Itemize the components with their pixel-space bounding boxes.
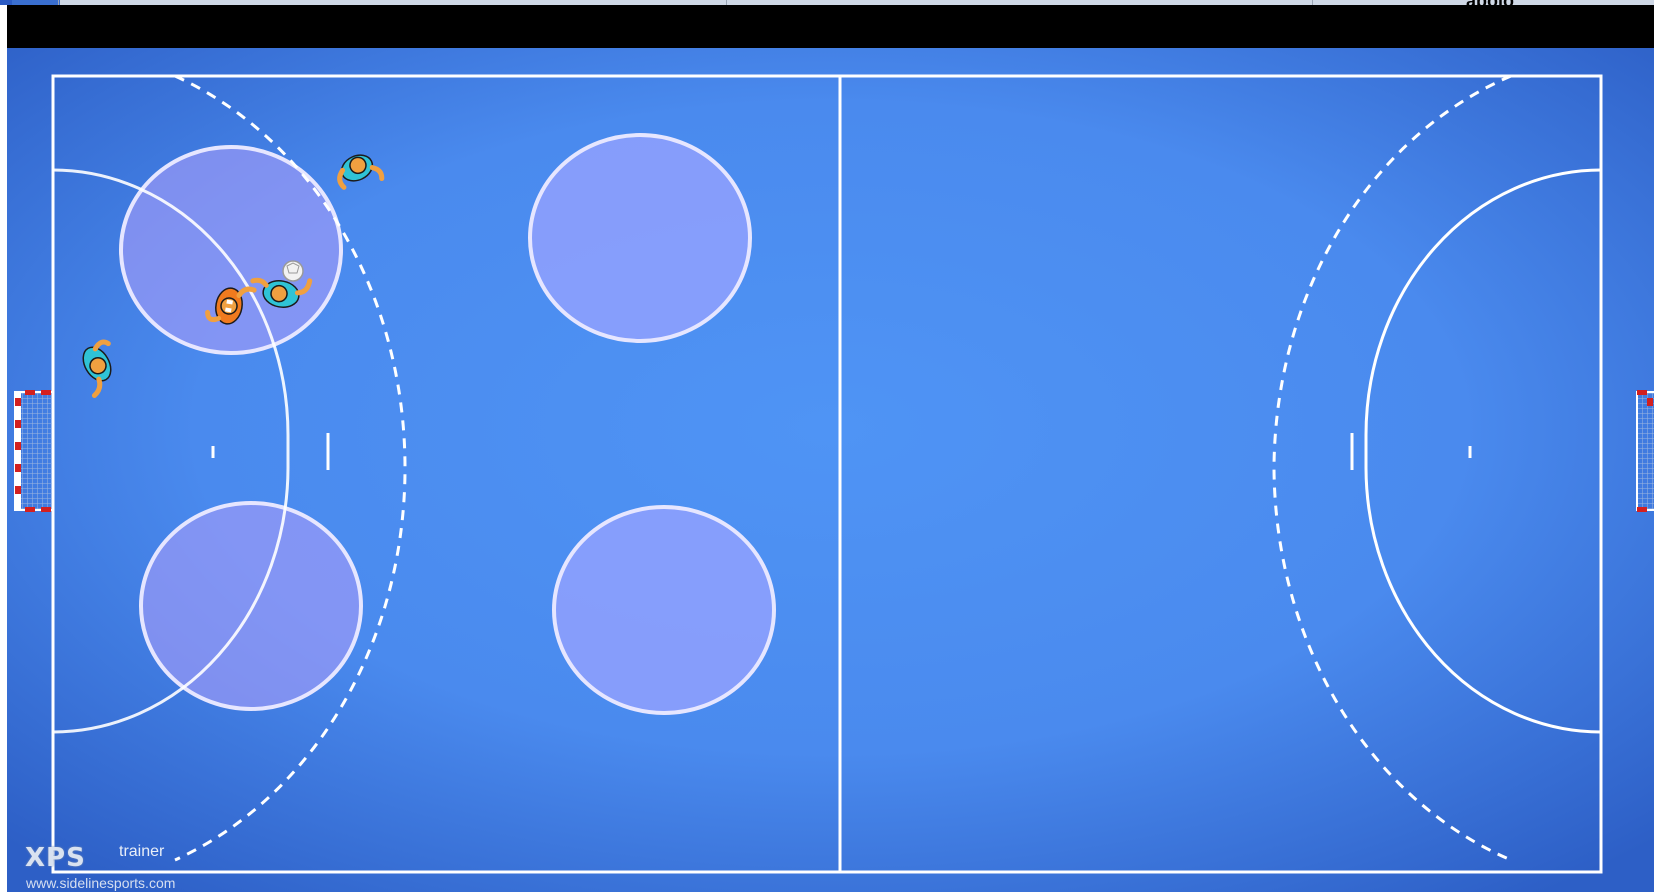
- practice-zone: [530, 135, 750, 341]
- practice-zone: [554, 507, 774, 713]
- court-svg: [7, 48, 1654, 892]
- goal-right-icon: [1637, 390, 1654, 512]
- goal-left-icon: [15, 390, 53, 512]
- handball-court-canvas[interactable]: [7, 48, 1654, 892]
- website-url: www.sidelinesports.com: [26, 875, 175, 891]
- product-label: trainer: [119, 843, 164, 861]
- practice-zone: [141, 503, 361, 709]
- ball-icon: [283, 261, 303, 281]
- toolbar-band: [7, 5, 1654, 48]
- xps-logo: XPS: [25, 843, 86, 873]
